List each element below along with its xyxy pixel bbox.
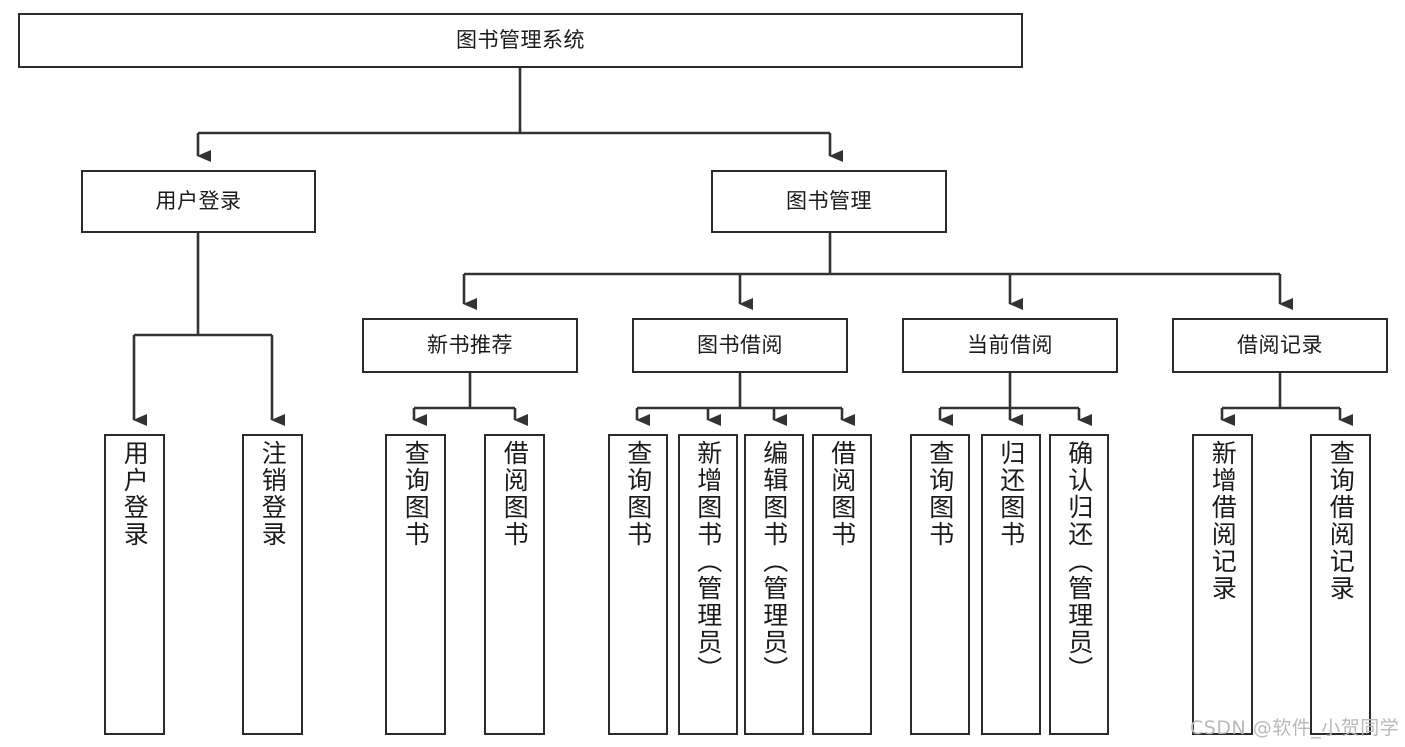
- node-book-borrow[interactable]: 图书借阅: [632, 318, 848, 373]
- node-label: 归还图书: [996, 440, 1026, 548]
- node-label: 注销登录: [258, 440, 288, 548]
- node-book-management[interactable]: 图书管理: [711, 170, 947, 233]
- node-label: 新增图书（管理员）: [693, 440, 723, 683]
- leaf-query-borrow-record[interactable]: 查询借阅记录: [1310, 434, 1371, 735]
- node-label: 借阅图书: [827, 440, 857, 548]
- leaf-query-book-recommend[interactable]: 查询图书: [385, 434, 446, 735]
- leaf-add-book-admin[interactable]: 新增图书（管理员）: [678, 434, 738, 735]
- node-label: 新增借阅记录: [1208, 440, 1238, 602]
- leaf-query-book-current[interactable]: 查询图书: [910, 434, 970, 735]
- node-label: 查询图书: [623, 440, 653, 548]
- leaf-query-book-borrow[interactable]: 查询图书: [608, 434, 668, 735]
- node-label: 确认归还（管理员）: [1064, 440, 1094, 683]
- leaf-logout-login[interactable]: 注销登录: [242, 434, 303, 735]
- node-label: 图书管理系统: [456, 28, 585, 53]
- leaf-edit-book-admin[interactable]: 编辑图书（管理员）: [744, 434, 804, 735]
- node-label: 图书借阅: [697, 333, 783, 358]
- leaf-borrow-book[interactable]: 借阅图书: [812, 434, 872, 735]
- node-label: 用户登录: [120, 440, 150, 548]
- node-label: 查询图书: [401, 440, 431, 548]
- leaf-return-book[interactable]: 归还图书: [981, 434, 1041, 735]
- node-new-book-recommend[interactable]: 新书推荐: [362, 318, 578, 373]
- node-label: 编辑图书（管理员）: [759, 440, 789, 683]
- leaf-borrow-book-recommend[interactable]: 借阅图书: [484, 434, 545, 735]
- node-root-book-management-system[interactable]: 图书管理系统: [18, 13, 1023, 68]
- node-user-login[interactable]: 用户登录: [81, 170, 316, 233]
- node-label: 当前借阅: [967, 333, 1053, 358]
- leaf-add-borrow-record[interactable]: 新增借阅记录: [1192, 434, 1253, 735]
- node-label: 用户登录: [155, 189, 242, 214]
- node-label: 查询借阅记录: [1326, 440, 1356, 602]
- leaf-confirm-return-admin[interactable]: 确认归还（管理员）: [1049, 434, 1109, 735]
- node-label: 图书管理: [786, 189, 872, 214]
- node-label: 新书推荐: [427, 333, 513, 358]
- node-borrow-record[interactable]: 借阅记录: [1172, 318, 1388, 373]
- leaf-user-login[interactable]: 用户登录: [104, 434, 165, 735]
- csdn-watermark: CSDN @软件_小贺同学: [1190, 717, 1400, 739]
- node-current-borrow[interactable]: 当前借阅: [902, 318, 1118, 373]
- node-label: 查询图书: [925, 440, 955, 548]
- node-label: 借阅记录: [1237, 333, 1323, 358]
- node-label: 借阅图书: [500, 440, 530, 548]
